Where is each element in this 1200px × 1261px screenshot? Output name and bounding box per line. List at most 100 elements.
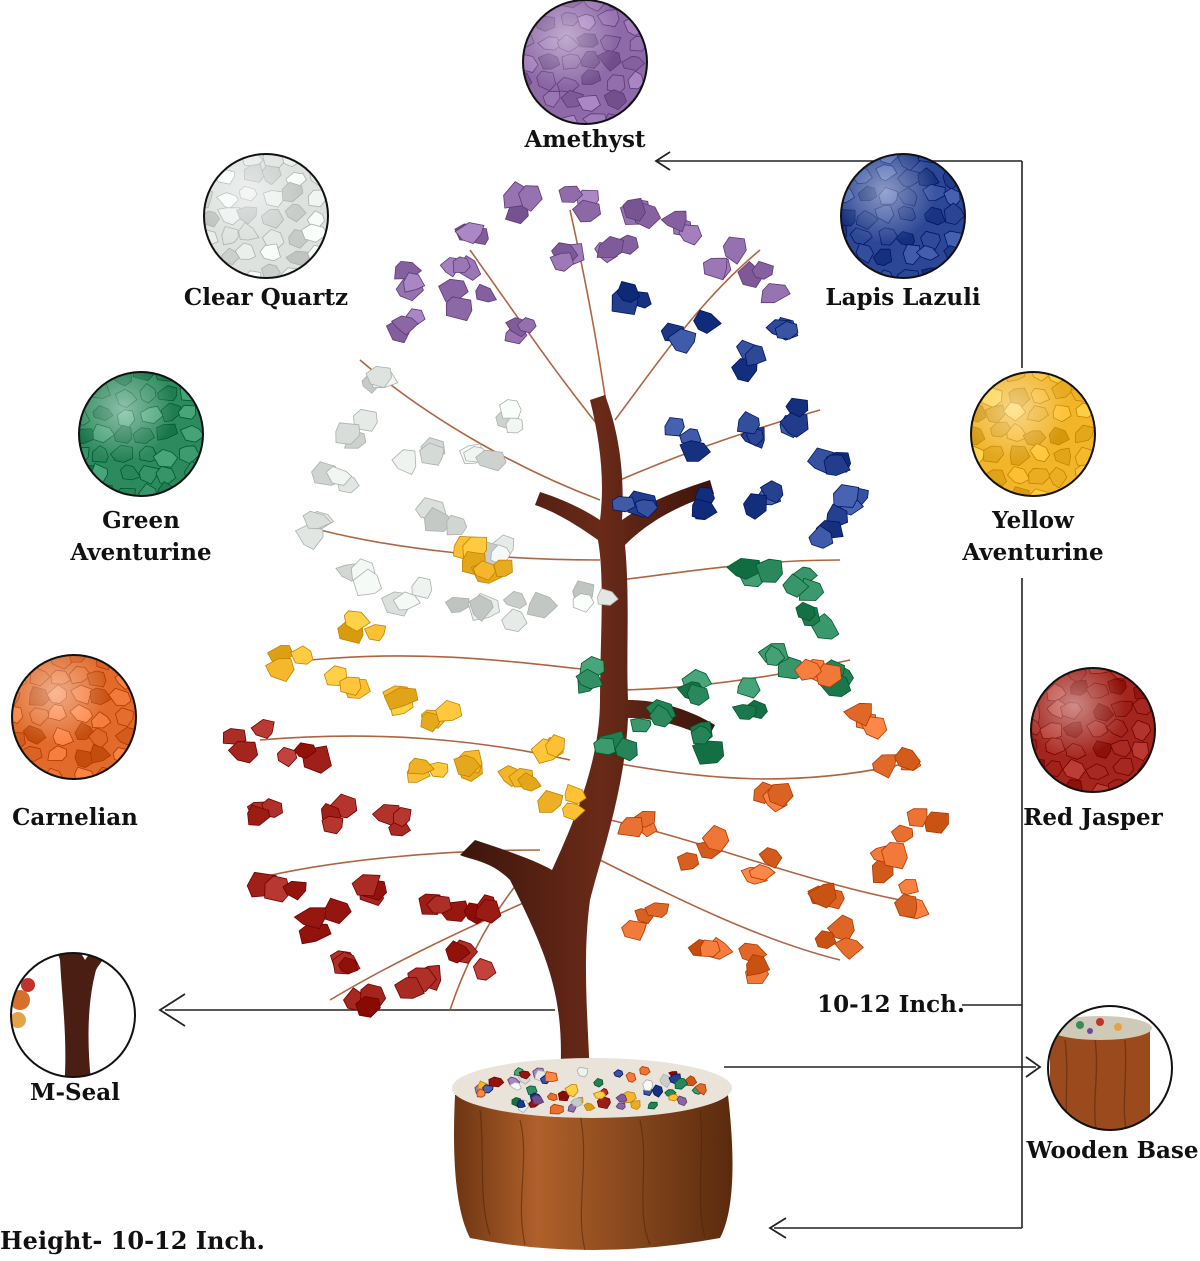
gemstone-chip [435, 699, 463, 722]
gemstone-chip [113, 769, 135, 779]
gemstone-chip [27, 770, 46, 779]
green-aventurine-label-line2: Aventurine [70, 539, 212, 566]
gemstone-chip [453, 754, 481, 778]
gemstone-chip [597, 588, 619, 606]
red-jasper-swatch [1030, 667, 1156, 793]
gemstone-chip [493, 559, 513, 578]
amethyst-label: Amethyst [524, 126, 646, 153]
gemstone-chip [743, 493, 767, 520]
gemstone-chip [204, 266, 217, 278]
gemstone-chip [445, 940, 471, 964]
gemstone-chip [572, 199, 602, 223]
gemstone-chip [290, 645, 314, 665]
gemstone-chip [531, 1094, 545, 1105]
carnelian-swatch [11, 654, 137, 780]
gemstone-chip [639, 1066, 651, 1076]
gemstone-chip [621, 919, 648, 941]
gemstone-chip [629, 0, 647, 15]
gemstone-chip [575, 668, 604, 690]
gemstone-chip [343, 610, 371, 632]
gemstone-chip [634, 499, 659, 519]
gemstone-chip [748, 864, 776, 881]
gemstone-chip [558, 185, 584, 203]
gemstone-chip [392, 591, 421, 611]
gemstone-chip [509, 1081, 522, 1091]
gemstone-chip [411, 576, 433, 599]
gemstone-chip [764, 644, 786, 667]
gemstone-chip [755, 558, 783, 583]
gemstone-chip [923, 811, 949, 834]
yellow-aventurine-label-line2: Aventurine [962, 539, 1104, 566]
gemstone-chip [204, 167, 215, 184]
gemstone-chip [546, 1092, 558, 1102]
gemstone-chip [596, 1095, 611, 1110]
green-aventurine-label: Green Aventurine [56, 505, 226, 569]
gemstone-chip [758, 847, 783, 869]
gemstone-chip [906, 808, 928, 828]
gemstone-chip [391, 449, 417, 476]
gemstone-chip [1067, 486, 1090, 496]
gemstone-chip [204, 154, 218, 163]
gemstone-chip [293, 907, 326, 930]
wooden-base-stand [452, 1058, 733, 1251]
gemstone-chip [383, 687, 419, 711]
gemstone-chip [678, 224, 703, 246]
gemstone-chip [667, 328, 697, 354]
gemstone-chip [744, 344, 767, 367]
gemstone-chip [518, 1070, 531, 1080]
gemstone-chip [737, 677, 761, 699]
gemstone-chip [403, 272, 426, 293]
gemstone-chips [222, 181, 949, 1018]
gemstone-chip [1031, 668, 1046, 678]
gemstone-chip [898, 879, 919, 895]
gemstone-chip [785, 397, 809, 418]
gemstone-chip [505, 415, 524, 434]
gemstone-chip [475, 283, 498, 303]
gemstone-chip [983, 372, 1007, 380]
tree-trunk [460, 395, 715, 1080]
gemstone-chip [1031, 784, 1043, 792]
gemstone-chip [823, 454, 851, 476]
gemstone-chip [881, 841, 908, 870]
wooden-base-swatch [1047, 1005, 1173, 1131]
gemstone-chip [572, 593, 595, 613]
gemstone-chip [408, 757, 435, 775]
gemstone-chip [549, 1103, 564, 1115]
gemstone-chip [676, 852, 700, 871]
gemstone-chip [564, 1083, 579, 1098]
gemstone-chip [872, 754, 897, 779]
gemstone-chip [807, 882, 837, 909]
gemstone-chip [419, 442, 445, 466]
gemstone-chip [523, 0, 535, 12]
gemstone-chip [613, 1069, 624, 1078]
height-caption: Height- 10-12 Inch. [0, 1226, 265, 1255]
green-aventurine-label-line1: Green [102, 507, 180, 534]
gemstone-chip [699, 939, 721, 958]
gemstone-chip [523, 96, 533, 112]
gemstone-chip [615, 1102, 626, 1110]
gemstone-chip [679, 440, 711, 462]
gemstone-chip [526, 591, 558, 619]
gemstone-chip [204, 247, 213, 268]
gemstone-chip [843, 702, 872, 727]
gemstone-chip [691, 740, 725, 765]
green-aventurine-swatch [78, 371, 204, 497]
gemstone-chip [79, 372, 97, 385]
gemstone-chip [468, 594, 494, 622]
amethyst-swatch [522, 0, 648, 125]
gemstone-chip [664, 417, 685, 437]
gemstone-chip [276, 746, 298, 768]
gemstone-chip [726, 557, 762, 580]
gemstone-chip [423, 506, 455, 532]
gemstone-chip [617, 817, 644, 838]
gemstone-chip [537, 790, 564, 813]
clear-quartz-label: Clear Quartz [183, 284, 349, 311]
gemstone-chip [444, 596, 470, 614]
lapis-lazuli-swatch [840, 153, 966, 279]
gemstone-chip [1039, 668, 1061, 680]
gemstone-chip [746, 954, 771, 977]
gemstone-chip [1132, 668, 1155, 679]
gemstone-chip [583, 1102, 596, 1111]
gemstone-chip [693, 309, 722, 334]
